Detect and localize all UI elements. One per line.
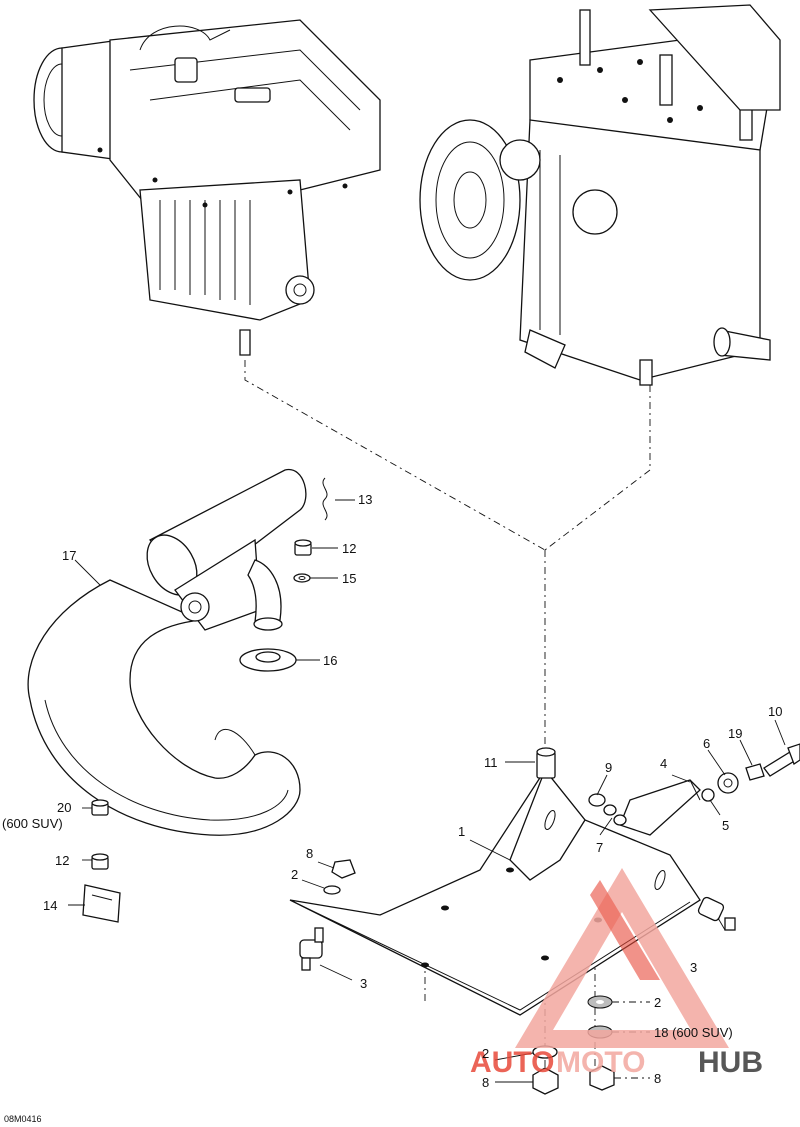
- callout-14: 14: [43, 898, 57, 913]
- callout-10: 10: [768, 704, 782, 719]
- callout-13: 13: [358, 492, 372, 507]
- watermark-auto: AUTO: [470, 1046, 554, 1079]
- lower-hardware: [323, 859, 615, 1095]
- callout-8-bottom-left: 8: [482, 1075, 489, 1090]
- callout-2-bottom: 2: [482, 1046, 489, 1061]
- callout-17: 17: [62, 548, 76, 563]
- bracket-hardware: [588, 743, 800, 836]
- callout-19: 19: [728, 726, 742, 741]
- callout-12-top: 12: [342, 541, 356, 556]
- callout-8-top: 8: [306, 846, 313, 861]
- callout-7: 7: [596, 840, 603, 855]
- muffler-assembly: [27, 469, 328, 836]
- spacer-11: [536, 747, 556, 779]
- callout-2-top: 2: [291, 867, 298, 882]
- callout-3-left: 3: [360, 976, 367, 991]
- watermark-logo: AUTO MOTO HUB: [470, 868, 763, 1079]
- callout-9: 9: [605, 760, 612, 775]
- callout-5: 5: [722, 818, 729, 833]
- callout-11: 11: [484, 755, 498, 770]
- callout-8-bottom-right: 8: [654, 1071, 661, 1086]
- callout-6: 6: [703, 736, 710, 751]
- rubber-mounts: [299, 896, 736, 971]
- callout-12-bottom: 12: [55, 853, 69, 868]
- callout-20-note: (600 SUV): [2, 816, 63, 831]
- callout-2-right: 2: [654, 995, 661, 1010]
- callout-20: 20: [57, 800, 71, 815]
- engine-left: [33, 19, 381, 356]
- callout-3-right: 3: [690, 960, 697, 975]
- callout-16: 16: [323, 653, 337, 668]
- figure-code: 08M0416: [4, 1114, 42, 1124]
- watermark-triangle-icon: [515, 868, 729, 1048]
- engine-right: [419, 4, 781, 386]
- callout-4: 4: [660, 756, 667, 771]
- callouts: 13 12 15 16 17 20 (600 SUV) 12 14 11 1 9…: [2, 492, 782, 1124]
- small-fasteners: [82, 539, 312, 923]
- watermark-hub: HUB: [698, 1046, 763, 1079]
- watermark-moto: MOTO: [556, 1046, 645, 1079]
- callout-18: 18 (600 SUV): [654, 1025, 733, 1040]
- callout-1: 1: [458, 824, 465, 839]
- callout-15: 15: [342, 571, 356, 586]
